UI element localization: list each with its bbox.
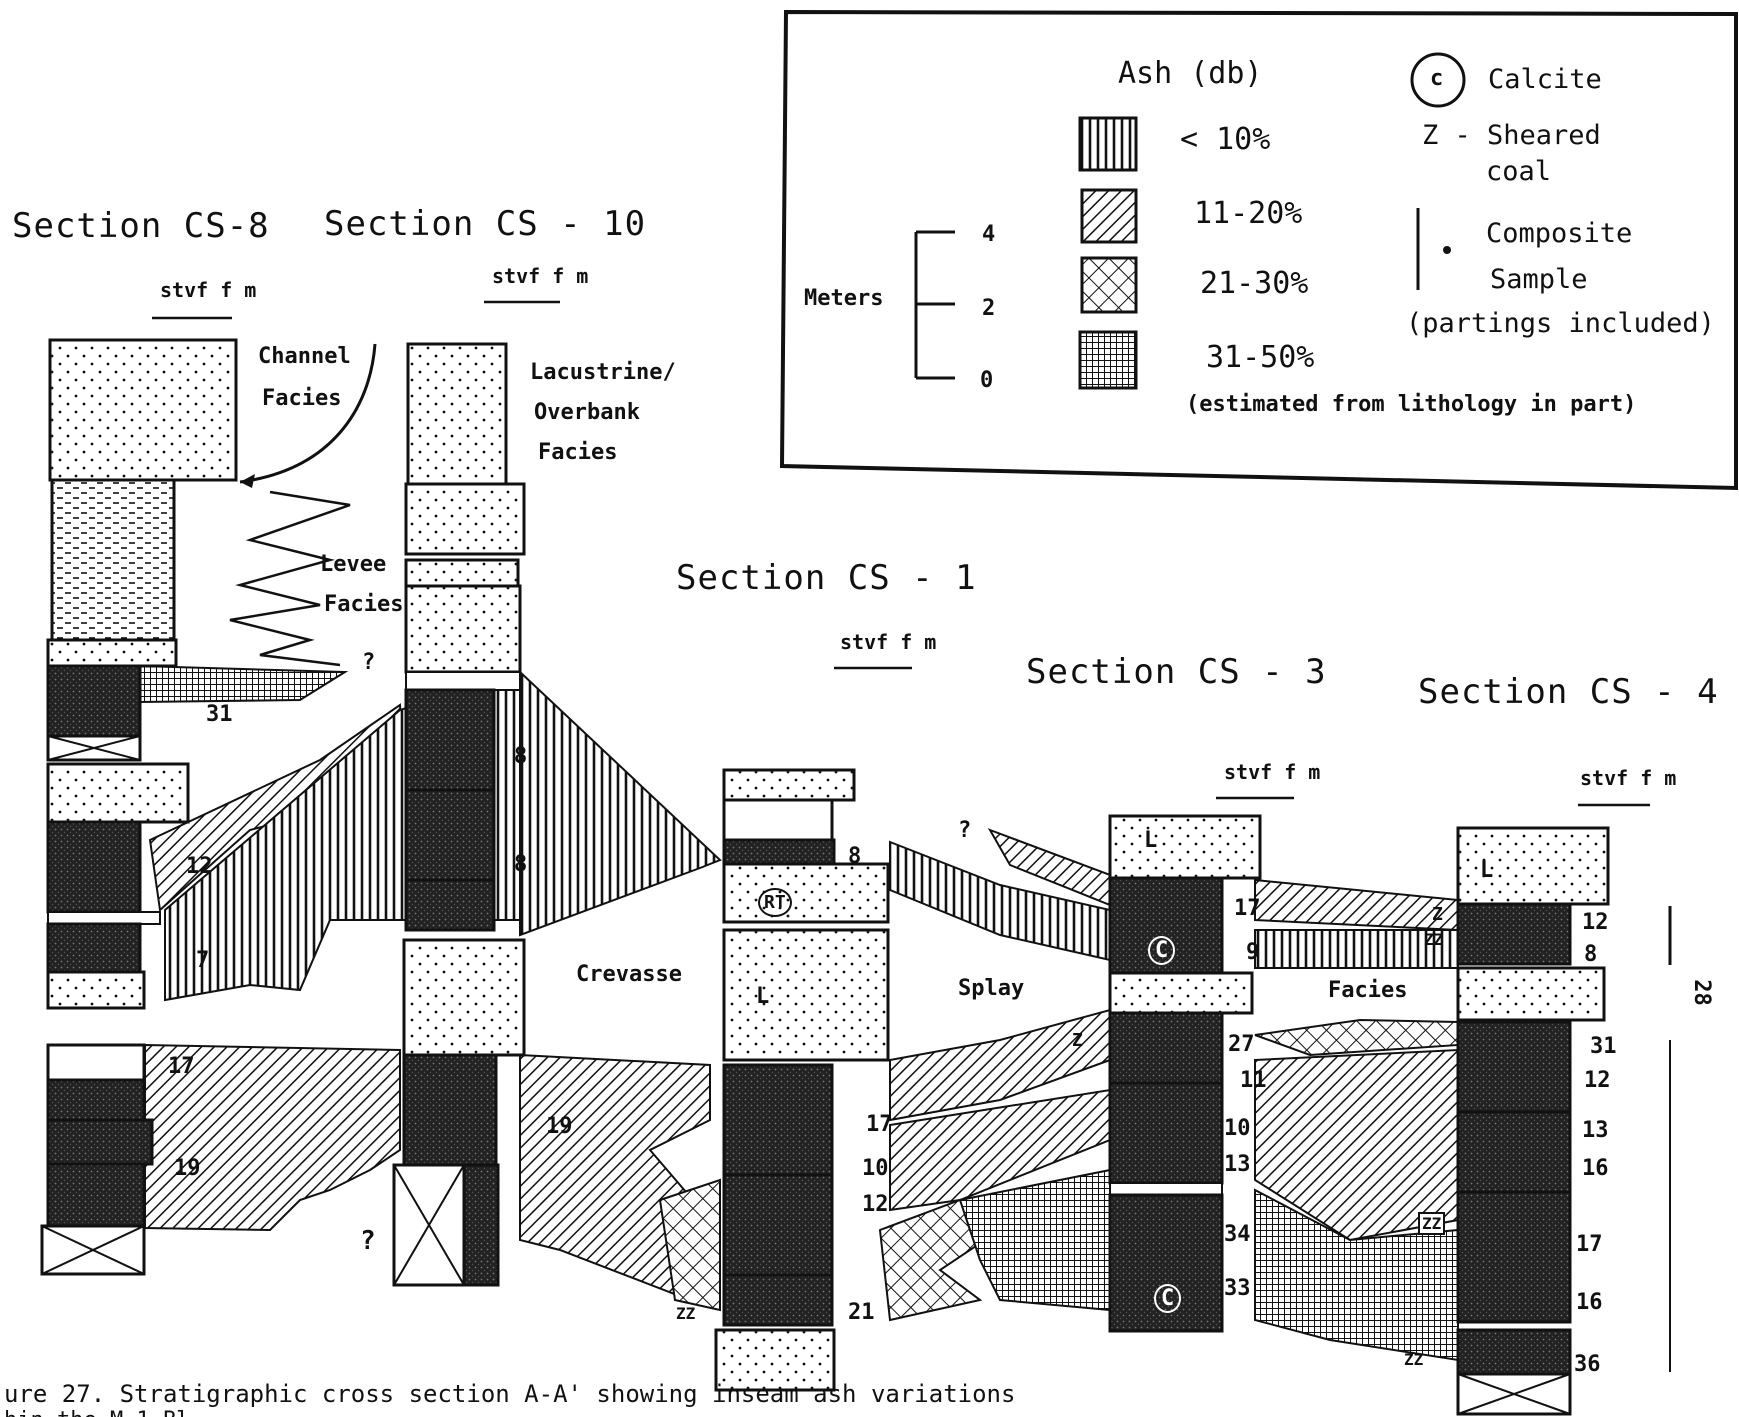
legend-swatch-vertical xyxy=(1080,118,1136,170)
facies-channel-line2: Facies xyxy=(262,386,341,411)
legend-composite-line3: (partings included) xyxy=(1406,308,1715,339)
figure-caption-line1: ure 27. Stratigraphic cross section A-A'… xyxy=(4,1380,1015,1408)
section-title-cs3: Section CS - 3 xyxy=(1026,652,1327,692)
figure-caption-line2: hin the M-1 Bl xyxy=(4,1408,189,1417)
section-title-cs4: Section CS - 4 xyxy=(1418,672,1719,712)
legend-note: (estimated from lithology in part) xyxy=(1186,392,1636,417)
ash-cs8-3: 7 xyxy=(196,948,209,973)
page-number: 28 xyxy=(1689,979,1714,1006)
sheared-zz-cs1: ZZ xyxy=(676,1304,695,1323)
section-title-cs10: Section CS - 10 xyxy=(324,204,646,244)
legend-swatch-crosshatch xyxy=(1082,258,1136,312)
legend-calcite-symbol: c xyxy=(1430,66,1443,91)
facies-levee-line2: Facies xyxy=(324,592,403,617)
legend-swatch-grid xyxy=(1080,332,1136,388)
sheared-z-cs4: Z xyxy=(1432,904,1443,925)
calcite-symbol-cs3-lower: C xyxy=(1154,1284,1181,1313)
facies-splay: Splay xyxy=(958,976,1024,1001)
ash-cs3-4: 11 xyxy=(1240,1068,1267,1093)
ash-cs4-7: 17 xyxy=(1576,1232,1603,1257)
legend-class-lt10: < 10% xyxy=(1180,122,1270,157)
facies-lacustrine-line2: Overbank xyxy=(534,400,640,425)
question-mark-levee: ? xyxy=(362,650,375,675)
ash-cs4-1: 12 xyxy=(1582,910,1609,935)
facies-lacustrine-line3: Facies xyxy=(538,440,617,465)
ash-cs3-2: 9 xyxy=(1246,940,1259,965)
facies-crevasse: Crevasse xyxy=(576,962,682,987)
ash-cs3-6: 13 xyxy=(1224,1152,1251,1177)
ash-cs4-4: 12 xyxy=(1584,1068,1611,1093)
section-title-cs1: Section CS - 1 xyxy=(676,558,977,598)
ash-cs1-2: 17 xyxy=(866,1112,893,1137)
ash-cs4-6: 16 xyxy=(1582,1156,1609,1181)
grain-scale-cs1: stvf f m xyxy=(840,630,936,654)
legend-composite-line2: Sample xyxy=(1490,264,1588,295)
legend-class-21-30: 21-30% xyxy=(1200,266,1308,301)
ash-cs1-5: 21 xyxy=(848,1300,875,1325)
question-mark-cs10: ? xyxy=(360,1226,376,1256)
legend-swatch-diagonal xyxy=(1082,190,1136,242)
meters-scale-bracket xyxy=(916,232,955,378)
legend-class-31-50: 31-50% xyxy=(1206,340,1314,375)
legend-meters-label: Meters xyxy=(804,286,883,311)
facies-channel-line1: Channel xyxy=(258,344,351,369)
legend-ash-title: Ash (db) xyxy=(1118,56,1263,91)
ash-cs3-1: 17 xyxy=(1234,896,1261,921)
rt-symbol: RT xyxy=(758,888,792,917)
ash-cs8-5: 19 xyxy=(174,1156,201,1181)
ash-cs4-9: 36 xyxy=(1574,1352,1601,1377)
lamination-symbol-cs3: L xyxy=(1144,828,1157,853)
facies-label: Facies xyxy=(1328,978,1407,1003)
grain-scale-cs10: stvf f m xyxy=(492,264,588,288)
legend-meters-tick-0: 0 xyxy=(980,368,993,393)
ash-cs4-5: 13 xyxy=(1582,1118,1609,1143)
section-title-cs8: Section CS-8 xyxy=(12,206,270,246)
sheared-zz-cs4-mid: ZZ xyxy=(1424,930,1443,949)
lamination-symbol-cs1: L xyxy=(756,984,769,1009)
legend-sheared-line1: Z - Sheared xyxy=(1422,120,1601,151)
grain-scale-cs3: stvf f m xyxy=(1224,760,1320,784)
legend-class-11-20: 11-20% xyxy=(1194,196,1302,231)
ash-cs3-7: 34 xyxy=(1224,1222,1251,1247)
sheared-zz-cs4-upper: ZZ xyxy=(1418,1212,1445,1235)
column-cs1 xyxy=(716,770,888,1390)
ash-cs1-4: 12 xyxy=(862,1192,889,1217)
ash-cs10-3: 19 xyxy=(546,1114,573,1139)
ash-cs4-2: 8 xyxy=(1584,942,1597,967)
ash-cs3-3: 27 xyxy=(1228,1032,1255,1057)
legend-sheared-line2: coal xyxy=(1486,156,1551,187)
facies-lacustrine-line1: Lacustrine/ xyxy=(530,360,676,385)
legend-composite-line1: Composite xyxy=(1486,218,1632,249)
ash-cs10-2: 8 xyxy=(514,852,527,877)
grain-scale-cs4: stvf f m xyxy=(1580,766,1676,790)
ash-cs4-3: 31 xyxy=(1590,1034,1617,1059)
legend-meters-tick-2: 2 xyxy=(982,296,995,321)
grain-scale-cs8: stvf f m xyxy=(160,278,256,302)
ash-cs1-3: 10 xyxy=(862,1156,889,1181)
legend-calcite-label: Calcite xyxy=(1488,64,1602,95)
sheared-zz-cs4-lower: ZZ xyxy=(1404,1350,1423,1369)
ash-cs3-8: 33 xyxy=(1224,1276,1251,1301)
ash-cs3-5: 10 xyxy=(1224,1116,1251,1141)
ash-cs4-8: 16 xyxy=(1576,1290,1603,1315)
legend-meters-tick-4: 4 xyxy=(982,222,995,247)
question-mark-cs1: ? xyxy=(958,818,971,843)
facies-levee-line1: Levee xyxy=(320,552,386,577)
lamination-symbol-cs4: L xyxy=(1480,858,1493,883)
ash-cs1-1: 8 xyxy=(848,844,861,869)
ash-cs8-2: 12 xyxy=(186,854,213,879)
column-cs3 xyxy=(1110,816,1260,1331)
ash-cs8-1: 31 xyxy=(206,702,233,727)
ash-cs10-1: 8 xyxy=(514,744,527,769)
sheared-z-cs3: Z xyxy=(1072,1030,1083,1051)
ash-cs8-4: 17 xyxy=(168,1054,195,1079)
calcite-symbol-cs3-upper: C xyxy=(1148,936,1175,965)
